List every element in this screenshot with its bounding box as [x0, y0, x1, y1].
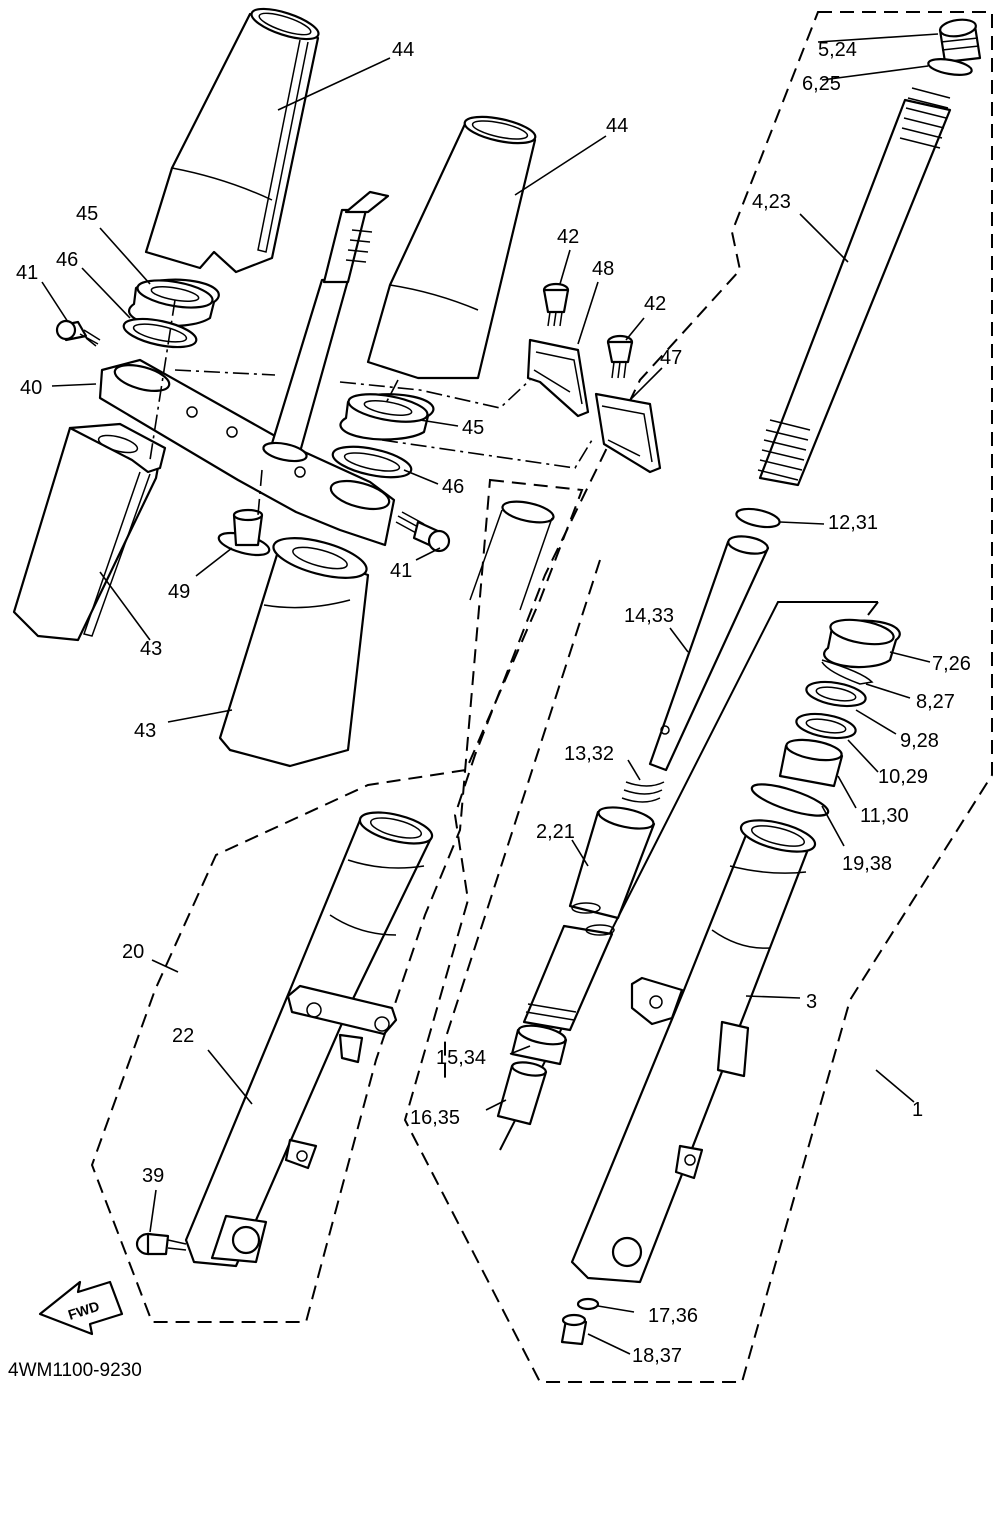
callout-labels: 44 44 45 46 41 40 43 43 49 41 45 46 42 4…: [16, 39, 971, 1367]
seal-15-34: [510, 1024, 568, 1066]
o-ring-19-38: [750, 783, 830, 817]
washer-9-28: [805, 680, 867, 708]
callout-44-left: 44: [392, 39, 414, 61]
alignment-line-2: [339, 379, 531, 409]
callout-20: 20: [122, 941, 144, 963]
callout-45-left: 45: [76, 203, 98, 225]
leader-lines: [41, 33, 939, 1355]
callout-16-35: 16,35: [410, 1107, 460, 1129]
callout-40: 40: [20, 377, 42, 399]
callout-42-left: 42: [557, 226, 579, 248]
fork-cover-seal-45-right: [339, 393, 435, 441]
callout-4-23: 4,23: [752, 191, 791, 213]
fork-cover-lower-43-right: [218, 537, 370, 768]
callout-47: 47: [660, 347, 682, 369]
sub-assembly-7-11-bracket-end: [867, 601, 879, 616]
callout-42-right: 42: [644, 293, 666, 315]
callout-41-left: 41: [16, 262, 38, 284]
fork-cover-seal-46-right: [331, 445, 413, 479]
callout-7-26: 7,26: [932, 653, 971, 675]
callout-5-24: 5,24: [818, 39, 857, 61]
callout-14-33: 14,33: [624, 605, 674, 627]
rebound-spring-13-32: [621, 781, 665, 803]
bolt-41-right: [395, 511, 451, 553]
bolt-42-left: [542, 282, 570, 327]
damper-rod-14-33: [648, 535, 770, 772]
assembly-1-boundary: [403, 11, 993, 1383]
cable-guide-47: [594, 392, 662, 474]
callout-45-right: 45: [462, 417, 484, 439]
fork-cover-upper-left: [144, 7, 320, 274]
callout-11-30: 11,30: [860, 805, 909, 827]
bolt-41-left: [55, 319, 101, 347]
callout-12-31: 12,31: [828, 512, 878, 534]
cylinder-2-21: [568, 806, 656, 920]
callout-41-right: 41: [390, 560, 412, 582]
outer-tube-22: [184, 811, 434, 1268]
callout-18-37: 18,37: [632, 1345, 682, 1367]
oil-seal-7-26: [823, 618, 901, 669]
callout-48: 48: [592, 258, 614, 280]
alignment-line-6: [384, 379, 399, 406]
callout-13-32: 13,32: [564, 743, 614, 765]
drain-bolt-39: [135, 1232, 187, 1256]
callout-10-29: 10,29: [878, 766, 928, 788]
under-bracket-40: [98, 358, 396, 547]
inner-cartridge-boundary: [444, 559, 601, 1078]
callout-19-38: 19,38: [842, 853, 892, 875]
callout-9-28: 9,28: [900, 730, 939, 752]
callout-15-34: 15,34: [436, 1047, 486, 1069]
callout-2-21: 2,21: [536, 821, 575, 843]
forward-direction-arrow: FWD: [38, 1280, 124, 1336]
callout-39: 39: [142, 1165, 164, 1187]
diagram-code: 4WM1100-9230: [8, 1360, 142, 1381]
alignment-line-3: [381, 439, 593, 469]
callout-46-left: 46: [56, 249, 78, 271]
callout-46-right: 46: [442, 476, 464, 498]
clip-8-27: [821, 659, 874, 685]
callout-8-27: 8,27: [916, 691, 955, 713]
alignment-line-1: [174, 369, 276, 376]
callout-43-left: 43: [140, 638, 162, 660]
assembly-20-boundary: [90, 478, 584, 1323]
bushing-11-30: [778, 738, 844, 788]
outer-tube-3: [570, 819, 817, 1284]
callout-44-right: 44: [606, 115, 628, 137]
callout-17-36: 17,36: [648, 1305, 698, 1327]
cap-bolt-5-24: [938, 18, 982, 64]
alignment-line-4: [149, 299, 176, 461]
cable-guide-48: [526, 338, 590, 418]
callout-49: 49: [168, 581, 190, 603]
fork-cover-upper-right: [366, 115, 537, 380]
spring-4-23: [757, 87, 952, 487]
piston-lower: [522, 924, 615, 1032]
sleeve-16-35: [496, 1061, 548, 1126]
fork-cover-seal-46-left: [122, 317, 198, 349]
fork-cover-lower-43-left: [12, 422, 167, 642]
callout-43-right: 43: [134, 720, 156, 742]
callout-1: 1: [912, 1099, 923, 1121]
washer-12-31: [735, 507, 781, 529]
callout-3: 3: [806, 991, 817, 1013]
bolt-42-right: [606, 334, 634, 379]
inner-tube-upper: [469, 500, 555, 611]
alignment-line-5: [257, 469, 263, 516]
o-ring-6-25: [927, 58, 973, 76]
bolt-18-37: [560, 1313, 588, 1346]
bushing-10-29: [795, 712, 857, 740]
grommet-49: [217, 508, 271, 557]
callout-6-25: 6,25: [802, 73, 841, 95]
callout-22: 22: [172, 1025, 194, 1047]
washer-17-36: [576, 1297, 600, 1311]
steering-stem: [262, 190, 390, 463]
